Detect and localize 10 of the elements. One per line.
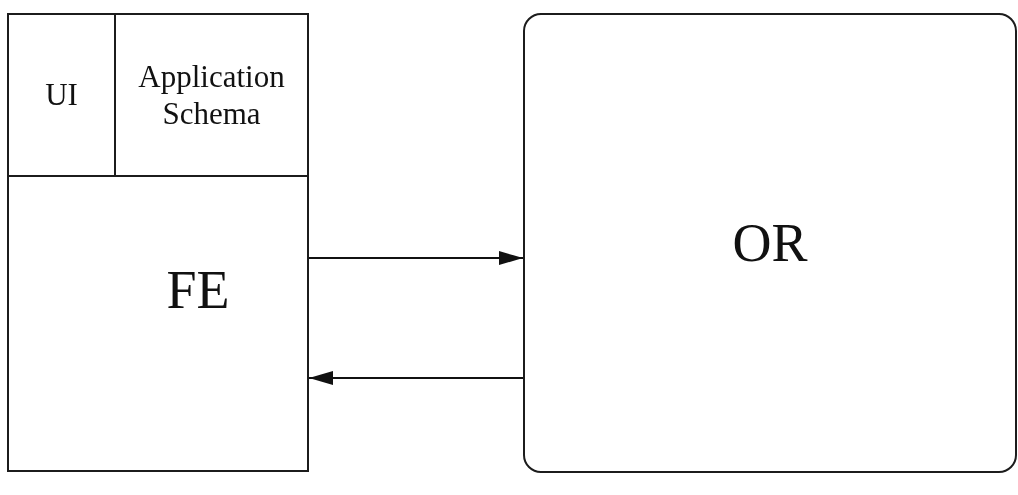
component-box	[7, 13, 116, 177]
arrow	[308, 371, 524, 385]
box-label: OR	[732, 211, 808, 275]
component-box	[114, 13, 309, 177]
box-label: UI	[45, 76, 78, 114]
component-box	[523, 13, 1017, 473]
box-label: Application Schema	[137, 57, 286, 133]
component-box	[7, 175, 309, 472]
box-label: FE	[166, 259, 230, 323]
arrow	[308, 251, 524, 265]
